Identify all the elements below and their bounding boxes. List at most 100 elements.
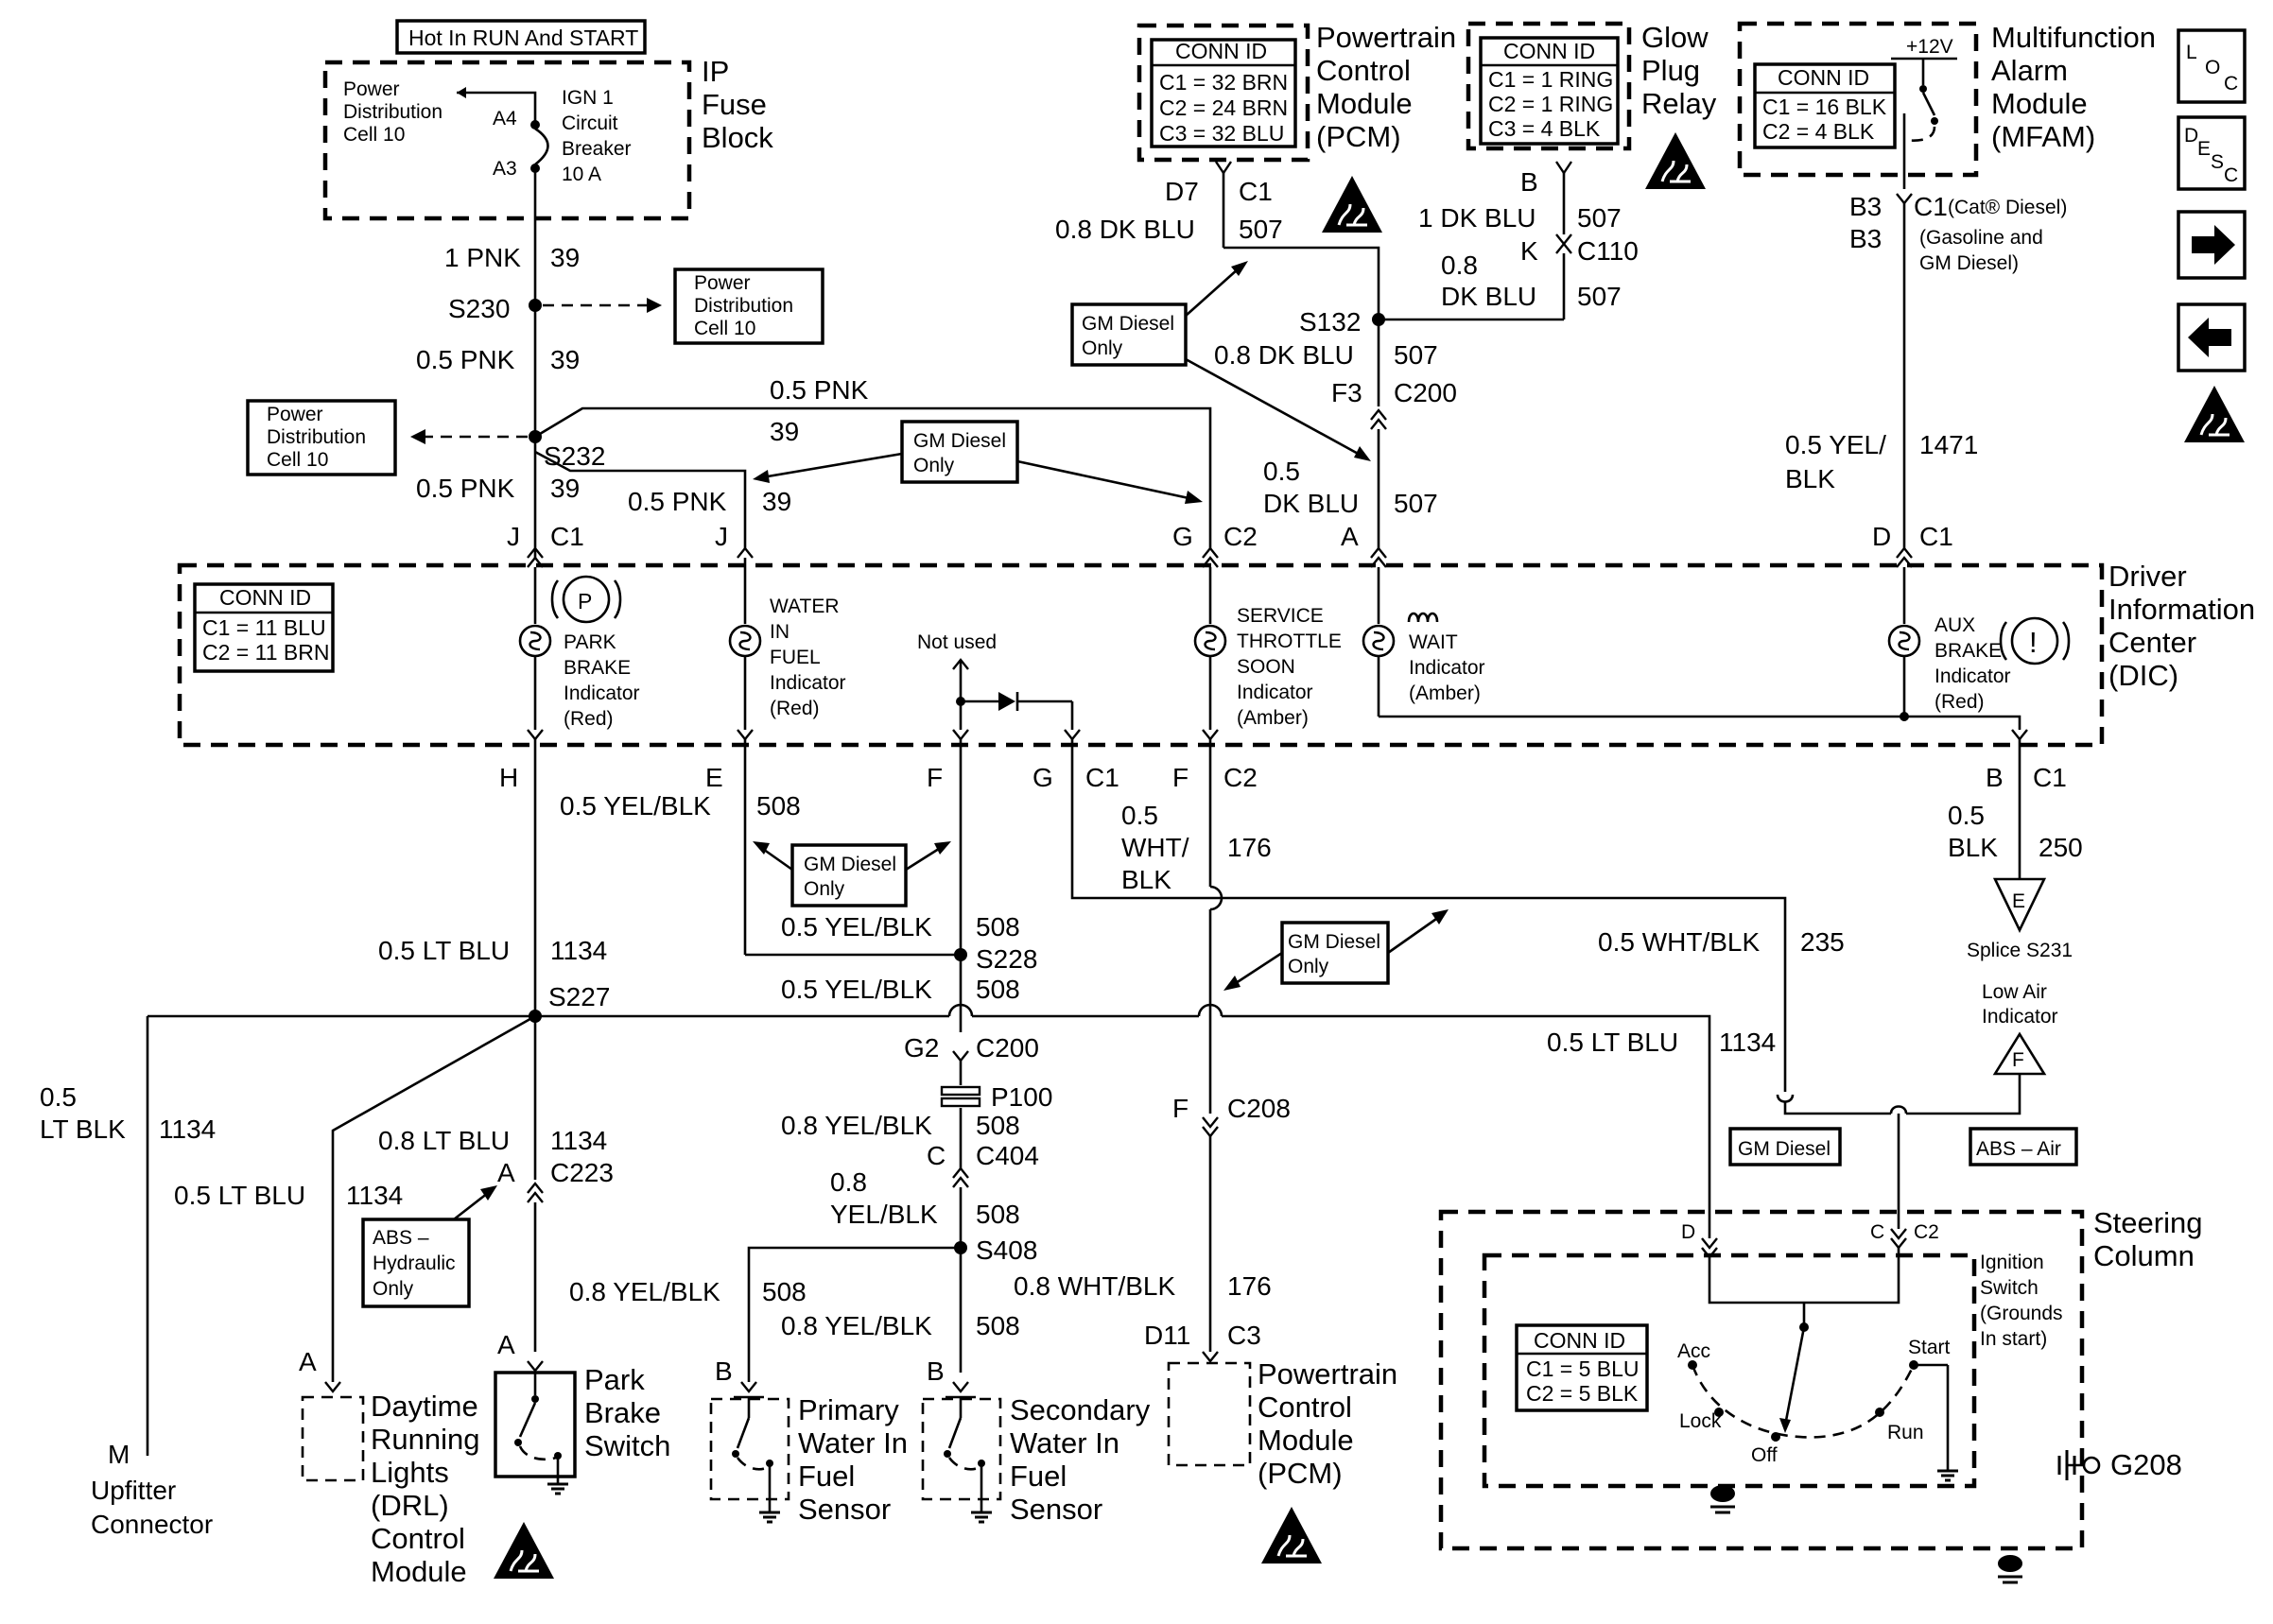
pin-m: M — [108, 1440, 130, 1469]
desc-label-e: E — [2197, 138, 2211, 160]
dic-pin-j-2: J — [715, 522, 728, 551]
low-air-2: Indicator — [1982, 1006, 2058, 1028]
circuit-250: 250 — [2039, 833, 2083, 862]
wire-05-blk-a: 0.5 — [1948, 801, 1985, 830]
steer-pin-c: C — [1870, 1221, 1884, 1243]
aux-brake-bulb-icon — [1887, 624, 1921, 658]
pcm-bottom-3: Module — [1258, 1424, 1354, 1457]
secondary-wif-2: Water In — [1010, 1426, 1119, 1460]
primary-wif-4: Sensor — [798, 1493, 891, 1526]
gm-diesel-only-box-2 — [1070, 302, 1188, 367]
pdc-right-2: Distribution — [694, 295, 793, 317]
breaker-line4: 10 A — [562, 164, 601, 185]
pin-d11: D11 — [1144, 1321, 1190, 1350]
circuit-507-e: 507 — [1394, 489, 1438, 518]
splice-s232: S232 — [544, 441, 605, 471]
loc-button[interactable]: L O C — [2177, 28, 2247, 104]
wire-05-pnk-b: 0.5 PNK — [416, 474, 515, 503]
glow-outline — [1466, 21, 1632, 151]
dic-c2-top: C2 — [1223, 522, 1258, 551]
service-label-5: (Amber) — [1237, 707, 1309, 729]
dic-label-4: (DIC) — [2108, 659, 2178, 692]
c404-pin-c: C — [927, 1141, 946, 1170]
steering-2: Column — [2093, 1239, 2195, 1272]
c223-pin-a: A — [497, 1158, 515, 1187]
pcm-conn-c2: C2 = 24 BRN — [1159, 95, 1288, 120]
circuit-1471: 1471 — [1919, 430, 1978, 459]
desc-label-c: C — [2224, 164, 2238, 186]
wire-05-yel-blk-c: 0.5 YEL/BLK — [781, 975, 932, 1004]
glow-pin-b: B — [1520, 167, 1538, 197]
splice-f-letter: F — [2012, 1049, 2024, 1071]
pcm-bottom-outline — [1167, 1361, 1252, 1467]
next-page-button[interactable] — [2177, 210, 2247, 280]
primary-wif-1: Primary — [798, 1393, 899, 1426]
splice-s132: S132 — [1299, 307, 1361, 337]
drl-label-1: Daytime — [371, 1390, 478, 1423]
pin-a3: A3 — [493, 158, 517, 180]
ignition-switch-outline — [1482, 1253, 1977, 1489]
splice-s230-dot — [529, 299, 542, 312]
dic-conn-id: CONN ID — [219, 585, 311, 610]
wire-05-lt-blu-a: 0.5 LT BLU — [378, 936, 510, 965]
circuit-176-a: 176 — [1227, 833, 1272, 862]
circuit-39-d: 39 — [762, 487, 791, 516]
wire-05-lt-blu-b: 0.5 LT BLU — [1547, 1028, 1678, 1057]
ip-fuse-block-outline — [322, 60, 692, 221]
wire-08-yel-blk-c: 0.8 YEL/BLK — [781, 1311, 932, 1340]
p100-label: P100 — [991, 1082, 1052, 1112]
dic-outline — [177, 562, 2105, 748]
prev-page-button[interactable] — [2177, 302, 2247, 372]
esd-icon-glow — [1643, 130, 1708, 191]
desc-label-d: D — [2184, 125, 2198, 147]
mfam-12v: +12V — [1906, 36, 1953, 58]
ip-fuse-label-3: Block — [702, 121, 773, 154]
pin-b3-a: B3 — [1849, 192, 1882, 221]
secondary-wif-4: Sensor — [1010, 1493, 1102, 1526]
service-label-3: SOON — [1237, 656, 1295, 678]
ign-start: Start — [1908, 1337, 1951, 1358]
pin-d7: D7 — [1165, 177, 1199, 206]
hot-in-run-start-box — [395, 19, 647, 55]
case-ground-icon-2 — [1996, 1553, 2024, 1584]
desc-button[interactable]: D E S C — [2177, 115, 2247, 191]
ip-fuse-label-2: Fuse — [702, 88, 767, 121]
gm-diesel-option-box — [1728, 1127, 1842, 1166]
pin-g: G — [1032, 763, 1053, 792]
mfam-outline — [1737, 21, 1979, 178]
abs-air-option-box — [1969, 1127, 2078, 1166]
upfitter-1: Upfitter — [91, 1476, 176, 1505]
primary-wif-2: Water In — [798, 1426, 908, 1460]
wire-08-yel-a: 0.8 — [830, 1167, 867, 1197]
glow-coil-icon — [1407, 612, 1439, 623]
loc-label-o: O — [2205, 57, 2220, 78]
circuit-508-d: 508 — [976, 1111, 1020, 1140]
primary-wif-3: Fuel — [798, 1460, 855, 1493]
glow-conn-c3: C3 = 4 BLK — [1488, 116, 1601, 141]
drl-label-6: Module — [371, 1555, 467, 1588]
circuit-176-b: 176 — [1227, 1271, 1272, 1301]
esd-icon-drl — [492, 1520, 556, 1581]
circuit-508-a: 508 — [756, 791, 801, 821]
steering-column-outline — [1438, 1209, 2085, 1551]
splice-e-letter: E — [2012, 890, 2025, 912]
glow-conn-c1: C1 = 1 RING — [1488, 67, 1613, 92]
ign-switch-4: In start) — [1980, 1328, 2047, 1350]
wait-label-1: WAIT — [1409, 631, 1458, 653]
park-label-4: (Red) — [564, 708, 614, 730]
gm-diesel-only-4a: GM Diesel — [1288, 931, 1380, 953]
lower-circuits: H E F G C1 F C2 B C1 0.5 LT BLU 1134 S22… — [40, 739, 2202, 1588]
drl-module-outline — [301, 1395, 365, 1482]
esd-icon-nav — [2182, 384, 2247, 444]
pnk-feed-circuit: 1 PNK 39 S230 Power Distribution Cell 10… — [246, 168, 1212, 558]
conn-c200-bottom: C200 — [976, 1033, 1039, 1063]
pdc-inner-line2: Distribution — [343, 101, 442, 123]
wire-05-lt-blk-a: 0.5 — [40, 1082, 77, 1112]
circuit-1134-e: 1134 — [550, 1126, 607, 1155]
glow-pin-k: K — [1520, 236, 1538, 266]
c2-bottom: C2 — [1223, 763, 1258, 792]
desc-label-s: S — [2211, 151, 2224, 173]
circuit-1134-c: 1134 — [159, 1114, 216, 1144]
wire-08-dk-blu-a: 0.8 DK BLU — [1055, 215, 1195, 244]
